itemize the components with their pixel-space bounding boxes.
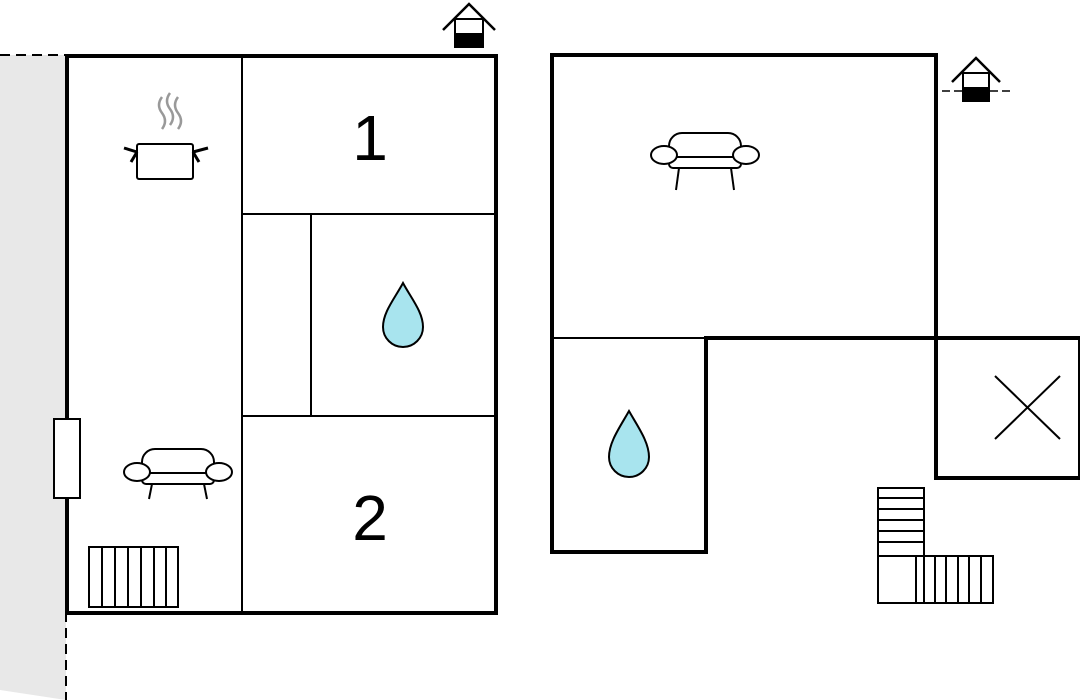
stairs-icon xyxy=(877,487,994,604)
radiator-icon xyxy=(88,546,179,608)
chimney-icon xyxy=(442,2,496,48)
sofa-icon xyxy=(123,448,233,500)
left-building xyxy=(65,54,498,615)
terrace-area xyxy=(0,54,67,700)
water-drop-icon xyxy=(381,280,425,348)
right-building xyxy=(550,53,1080,554)
chimney-icon xyxy=(942,56,1010,102)
window-icon xyxy=(53,418,81,499)
cross-icon xyxy=(994,375,1061,440)
sofa-icon xyxy=(650,132,760,191)
cooking-pot-icon xyxy=(123,92,209,180)
room-2-label: 2 xyxy=(352,482,388,554)
room-1-label: 1 xyxy=(352,102,388,174)
water-drop-icon xyxy=(607,408,651,478)
